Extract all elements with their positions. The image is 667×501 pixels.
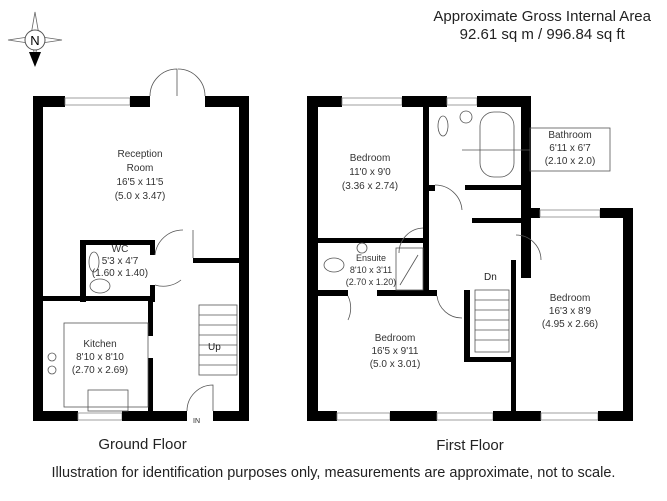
room-name: Bedroom — [374, 333, 416, 344]
area-title: Approximate Gross Internal Area — [433, 8, 651, 25]
room-bedroom-2: Bedroom 16'5 x 9'11 (5.0 x 3.01) — [355, 332, 435, 371]
stairs-up-label: Up — [208, 342, 221, 353]
room-dimensions-metric: (4.95 x 2.66) — [541, 319, 599, 330]
room-dimensions-metric: (1.60 x 1.40) — [91, 268, 149, 279]
room-name: Room — [126, 163, 154, 174]
ground-floor-walls — [33, 96, 249, 421]
area-value: 92.61 sq m / 996.84 sq ft — [459, 26, 625, 43]
room-dimensions-metric: (3.36 x 2.74) — [341, 181, 399, 192]
room-kitchen: Kitchen 8'10 x 8'10 (2.70 x 2.69) — [60, 338, 140, 377]
room-name: Bathroom — [548, 130, 592, 141]
ground-floor-fixtures — [47, 68, 238, 412]
room-dimensions-imperial: 16'5 x 9'11 — [371, 346, 419, 357]
room-dimensions-imperial: 16'3 x 8'9 — [548, 306, 592, 317]
room-name: Kitchen — [83, 339, 117, 350]
room-bedroom-3: Bedroom 16'3 x 8'9 (4.95 x 2.66) — [530, 292, 610, 331]
room-name: Bedroom — [549, 293, 591, 304]
entrance-label: IN — [193, 418, 200, 425]
first-floor-walls — [307, 96, 633, 421]
room-name: Bedroom — [349, 153, 391, 164]
room-name: WC — [111, 244, 129, 255]
room-dimensions-imperial: 16'5 x 11'5 — [116, 177, 164, 188]
room-reception: Reception Room 16'5 x 11'5 (5.0 x 3.47) — [95, 148, 185, 204]
room-dimensions-metric: (5.0 x 3.47) — [114, 191, 166, 202]
room-wc: WC 5'3 x 4'7 (1.60 x 1.40) — [85, 244, 155, 280]
room-dimensions-metric: (2.10 x 2.0) — [544, 156, 596, 167]
compass-icon — [7, 11, 63, 67]
room-dimensions-metric: (2.70 x 1.20) — [345, 277, 397, 287]
room-dimensions-imperial: 6'11 x 6'7 — [549, 143, 591, 154]
disclaimer: Illustration for identification purposes… — [51, 465, 616, 481]
room-dimensions-imperial: 8'10 x 8'10 — [76, 352, 124, 363]
room-name: Ensuite — [355, 253, 387, 263]
compass-label: N — [30, 33, 39, 48]
room-dimensions-imperial: 5'3 x 4'7 — [101, 256, 139, 267]
room-bedroom-1: Bedroom 11'0 x 9'0 (3.36 x 2.74) — [330, 152, 410, 194]
room-dimensions-metric: (5.0 x 3.01) — [369, 359, 421, 370]
first-floor-label: First Floor — [436, 437, 504, 454]
stairs-down-label: Dn — [484, 272, 497, 283]
room-dimensions-imperial: 11'0 x 9'0 — [349, 167, 391, 178]
first-floor-fixtures — [323, 110, 611, 353]
room-dimensions-metric: (2.70 x 2.69) — [71, 365, 129, 376]
room-ensuite: Ensuite 8'10 x 3'11 (2.70 x 1.20) — [336, 252, 406, 288]
area-summary: Approximate Gross Internal Area 92.61 sq… — [433, 8, 651, 44]
room-name: Reception — [117, 149, 163, 160]
ground-floor-label: Ground Floor — [98, 436, 187, 453]
room-dimensions-imperial: 8'10 x 3'11 — [349, 265, 393, 275]
room-bathroom: Bathroom 6'11 x 6'7 (2.10 x 2.0) — [530, 129, 610, 168]
